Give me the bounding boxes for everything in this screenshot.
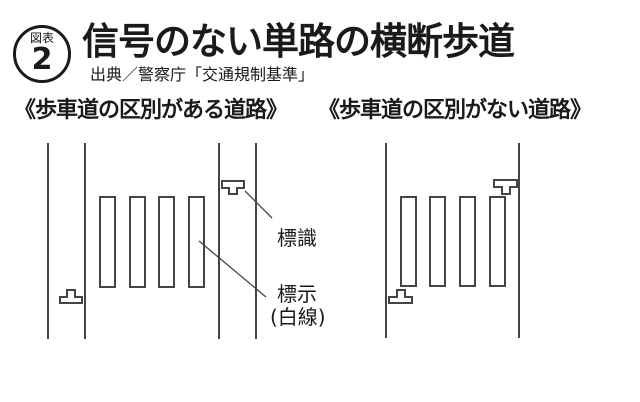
crosswalk-stripe <box>129 196 146 288</box>
figure-number-badge: 図表 2 <box>13 25 71 83</box>
label-sign: 標識 <box>277 226 317 250</box>
crosswalk-stripe <box>158 196 175 288</box>
diagram-without-sidewalk <box>385 143 520 338</box>
leader-line-sign <box>244 190 273 219</box>
figure-number: 2 <box>31 42 53 77</box>
diagram-heading-without-sidewalk: 《歩車道の区別がない道路》 <box>318 98 592 123</box>
page-title: 信号のない単路の横断歩道 <box>82 20 515 63</box>
crosswalk-stripe <box>489 196 506 287</box>
crosswalk-stripe <box>400 196 417 287</box>
crosswalk-stripe <box>99 196 116 288</box>
road-sign-icon <box>221 180 245 195</box>
diagram-heading-with-sidewalk: 《歩車道の区別がある道路》 <box>14 98 288 123</box>
road-sign-icon <box>493 179 518 195</box>
leader-line-marking <box>198 240 267 298</box>
figure-label: 図表 <box>29 31 54 45</box>
diagram-with-sidewalk <box>47 143 273 339</box>
crosswalk-stripe <box>459 196 476 287</box>
label-marking-note: (白線) <box>270 305 326 329</box>
road-sign-icon <box>59 289 83 304</box>
road-sign-icon <box>388 289 413 304</box>
source-citation: 出典／警察庁「交通規制基準」 <box>90 65 315 84</box>
crosswalk-stripe <box>429 196 446 287</box>
label-marking: 標示 <box>277 282 317 306</box>
crosswalk-stripe <box>188 196 205 288</box>
